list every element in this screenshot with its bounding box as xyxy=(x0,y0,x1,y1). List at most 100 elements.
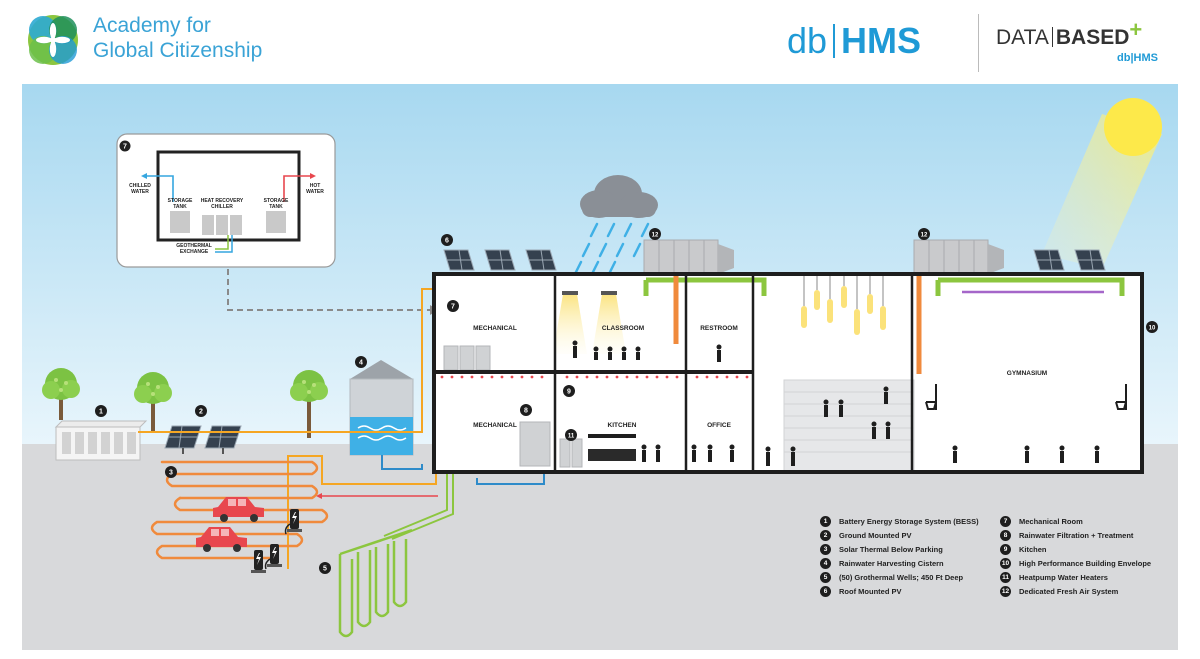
legend-number: 3 xyxy=(820,544,831,555)
legend-label: (50) Grothermal Wells; 450 Ft Deep xyxy=(839,573,964,582)
building-systems-diagram: 7 CHILLED WATER HOT WATER STORAGE TANK H… xyxy=(22,84,1178,650)
organization-name: Academy for Global Citizenship xyxy=(93,13,262,63)
academy-logo xyxy=(27,14,79,66)
room-label-gymnasium: GYMNASIUM xyxy=(1007,370,1047,377)
legend-item: 5 (50) Grothermal Wells; 450 Ft Deep xyxy=(820,572,963,583)
tree-icon xyxy=(290,370,328,438)
marker-7: 7 xyxy=(451,304,455,311)
classroom-light-beam xyxy=(592,294,626,354)
mechanical-room-inset xyxy=(116,133,336,268)
fresh-air-unit-icon xyxy=(643,239,734,275)
marker-11: 11 xyxy=(568,434,575,440)
inset-heat-recovery-1: HEAT RECOVERY xyxy=(201,198,244,204)
car-icon xyxy=(213,497,264,522)
room-label-mechanical-upper: MECHANICAL xyxy=(473,325,517,332)
inset-hot-water-1: HOT xyxy=(310,183,321,189)
legend-label: Ground Mounted PV xyxy=(839,531,912,540)
legend-number: 11 xyxy=(1000,572,1011,583)
legend-number: 6 xyxy=(820,586,831,597)
databased-logo-bar xyxy=(1051,27,1053,47)
geothermal-pipe-green xyxy=(391,474,454,540)
legend-label: High Performance Building Envelope xyxy=(1019,559,1152,568)
room-label-classroom: CLASSROOM xyxy=(602,325,644,332)
room-label-kitchen: KITCHEN xyxy=(608,422,637,429)
exhaust-ducts-orange xyxy=(673,276,922,374)
dbhms-logo-db: db xyxy=(787,20,828,61)
marker-10: 10 xyxy=(1149,326,1156,332)
marker-5: 5 xyxy=(323,566,327,573)
room-label-office: OFFICE xyxy=(707,422,731,429)
legend-item: 12 Dedicated Fresh Air System xyxy=(1000,586,1118,597)
atrium-pendant-lights xyxy=(801,276,886,335)
databased-logo-based: BASED xyxy=(1055,26,1130,49)
databased-logo-sub: db|HMS xyxy=(1117,52,1158,64)
battery-storage-icon xyxy=(54,420,148,461)
legend-number: 5 xyxy=(820,572,831,583)
legend-label: Battery Energy Storage System (BESS) xyxy=(839,517,979,526)
rainwater-cistern-icon xyxy=(349,360,414,456)
sun-icon xyxy=(1104,98,1162,156)
legend-item: 10 High Performance Building Envelope xyxy=(1000,558,1151,569)
legend-label: Solar Thermal Below Parking xyxy=(839,545,943,554)
marker-12a: 12 xyxy=(652,233,659,239)
solar-thermal-loops xyxy=(150,460,329,560)
databased-logo-plus: + xyxy=(1129,17,1143,42)
ev-charger-icon xyxy=(284,509,302,535)
classroom-light-beam xyxy=(553,294,587,354)
legend-item: 3 Solar Thermal Below Parking xyxy=(820,544,943,555)
dbhms-logo-divider xyxy=(833,24,836,58)
basketball-hoop-icon xyxy=(1115,384,1127,410)
kitchen-hood xyxy=(588,434,636,438)
inset-hot-water-2: WATER xyxy=(306,189,324,195)
inset-geothermal-1: GEOTHERMAL xyxy=(176,243,212,249)
databased-logo-data: DATA xyxy=(996,26,1049,49)
organization-name-line2: Global Citizenship xyxy=(93,39,263,62)
legend-item: 4 Rainwater Harvesting Cistern xyxy=(820,558,944,569)
kitchen-counter xyxy=(588,449,636,461)
roof-pv-panel-icon xyxy=(1074,249,1106,271)
basketball-hoop-icon xyxy=(925,384,937,410)
roof-pv-panel-icon xyxy=(484,249,516,271)
tree-icon xyxy=(134,372,172,432)
ev-charger-icon xyxy=(251,550,266,573)
roof-pv-panel-icon xyxy=(1033,249,1065,271)
cistern-pipe-blue xyxy=(381,455,423,470)
databased-logo: DATA BASED+ xyxy=(996,17,1142,50)
legend-label: Dedicated Fresh Air System xyxy=(1019,587,1119,596)
atrium-bleachers xyxy=(783,379,915,473)
legend-number: 4 xyxy=(820,558,831,569)
people-icons xyxy=(572,340,1100,466)
fresh-air-unit-icon xyxy=(913,239,1004,275)
classroom-light-fixture xyxy=(601,291,617,295)
inset-chilled-water-2: WATER xyxy=(131,189,149,195)
marker-8: 8 xyxy=(524,408,528,415)
marker-9: 9 xyxy=(567,389,571,396)
legend-number: 1 xyxy=(820,516,831,527)
organization-name-line1: Academy for xyxy=(93,14,211,37)
legend-number: 12 xyxy=(1000,586,1011,597)
legend-label: Rainwater Harvesting Cistern xyxy=(839,559,944,568)
marker-2: 2 xyxy=(199,409,203,416)
car-icon xyxy=(196,527,247,552)
room-label-mechanical-lower: MECHANICAL xyxy=(473,422,517,429)
marker-1: 1 xyxy=(99,409,103,416)
marker-6: 6 xyxy=(445,238,449,245)
inset-chilled-water-1: CHILLED xyxy=(129,183,151,189)
inset-number: 7 xyxy=(123,144,127,151)
inset-storage-tank-left-2: TANK xyxy=(173,204,187,210)
building-frame xyxy=(432,272,1144,474)
room-label-restroom: RESTROOM xyxy=(700,325,738,332)
number-markers xyxy=(95,228,1158,574)
inset-callout-line xyxy=(227,269,432,311)
tree-icon xyxy=(42,368,80,420)
inset-storage-tank-right-2: TANK xyxy=(269,204,283,210)
legend-number: 10 xyxy=(1000,558,1011,569)
legend-number: 2 xyxy=(820,530,831,541)
marker-4: 4 xyxy=(359,360,363,367)
